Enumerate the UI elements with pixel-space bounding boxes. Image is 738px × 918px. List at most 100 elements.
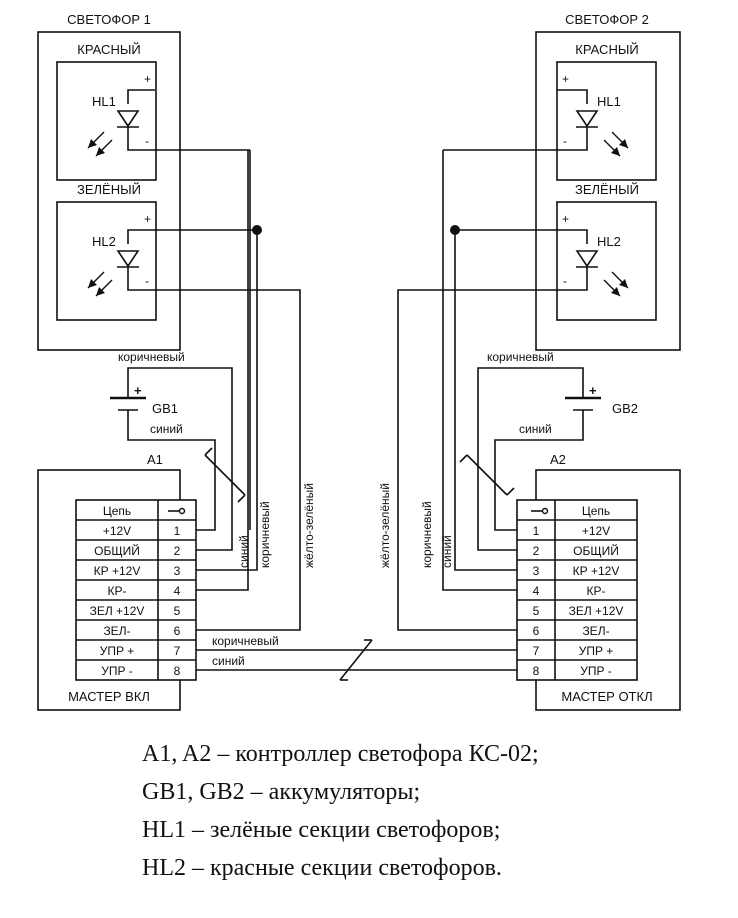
plus-sign: + [134, 383, 142, 398]
wire-label-brown-left: коричневый [258, 501, 272, 568]
hl2-label: HL2 [597, 234, 621, 249]
terminal-pin-number: 2 [533, 544, 540, 558]
gb2-label: GB2 [612, 401, 638, 416]
terminal-circuit-name: КР- [108, 584, 127, 598]
terminal-circuit-name: КР- [587, 584, 606, 598]
terminal-pin-number: 6 [174, 624, 181, 638]
terminal-pin-number: 2 [174, 544, 181, 558]
terminal-pin-number: 3 [174, 564, 181, 578]
blue-wire-label: синий [519, 422, 552, 436]
led-hl2-left: HL2 + - [87, 212, 155, 297]
link-blue-label: синий [212, 654, 245, 668]
terminal-circuit-name: КР +12V [94, 564, 141, 578]
led-hl1-right: HL1 + - [557, 72, 629, 157]
terminal-pin-number: 8 [174, 664, 181, 678]
minus-sign: - [145, 134, 149, 148]
hl2-label: HL2 [92, 234, 116, 249]
controller-a1-caption: МАСТЕР ВКЛ [68, 689, 150, 704]
brown-wire-label: коричневый [487, 350, 554, 364]
terminal-pin-number: 1 [533, 524, 540, 538]
terminal-circuit-name: ЗЕЛ +12V [90, 604, 145, 618]
blue-wire-label: синий [150, 422, 183, 436]
terminal-circuit-name: +12V [582, 524, 610, 538]
terminal-pin-number: 3 [533, 564, 540, 578]
terminal-pin-number: 8 [533, 664, 540, 678]
terminal-circuit-name: ОБЩИЙ [94, 543, 140, 558]
terminal-circuit-name: КР +12V [573, 564, 620, 578]
traffic-light-1-housing [37, 31, 181, 351]
terminal-circuit-name: УПР + [579, 644, 614, 658]
wire-label-yg-left: жёлто-зелёный [302, 483, 316, 568]
plus-sign: + [562, 72, 569, 86]
terminal-circuit-name: ЗЕЛ- [103, 624, 130, 638]
controller-link: коричневый синий [196, 634, 517, 681]
red-section-label: КРАСНЫЙ [575, 42, 638, 57]
plus-sign: + [144, 212, 151, 226]
terminal-pin-number: 1 [174, 524, 181, 538]
green-section-2 [556, 201, 657, 321]
terminal-circuit-name: ОБЩИЙ [573, 543, 619, 558]
left-wiring [127, 149, 301, 631]
green-section-label: ЗЕЛЁНЫЙ [77, 182, 141, 197]
plus-sign: + [144, 72, 151, 86]
wire-label-brown-right: коричневый [420, 501, 434, 568]
terminal-header-icon [531, 507, 549, 515]
plus-sign: + [589, 383, 597, 398]
terminal-circuit-name: ЗЕЛ +12V [569, 604, 624, 618]
terminal-circuit-name: УПР + [100, 644, 135, 658]
terminal-circuit-name: УПР - [580, 664, 612, 678]
link-brown-label: коричневый [212, 634, 279, 648]
hl1-label: HL1 [597, 94, 621, 109]
terminal-circuit-name: +12V [103, 524, 131, 538]
traffic-light-2: СВЕТОФОР 2 КРАСНЫЙ ЗЕЛЁНЫЙ HL1 + - HL2 + [535, 12, 681, 351]
traffic-light-2-housing [535, 31, 681, 351]
terminal-header-icon [168, 507, 186, 515]
traffic-light-1-title: СВЕТОФОР 1 [67, 12, 151, 27]
brown-wire-label: коричневый [118, 350, 185, 364]
red-section-2 [556, 61, 657, 181]
battery-gb1: + GB1 коричневый синий [110, 350, 185, 436]
hl1-label: HL1 [92, 94, 116, 109]
controller-a2-id: A2 [550, 452, 566, 467]
minus-sign: - [563, 134, 567, 148]
terminal-pin-number: 5 [174, 604, 181, 618]
minus-sign: - [563, 274, 567, 288]
controller-a1-id: A1 [147, 452, 163, 467]
terminal-circuit-name: УПР - [101, 664, 133, 678]
terminal-pin-number: 6 [533, 624, 540, 638]
battery-gb2: + GB2 коричневый синий [487, 350, 638, 436]
terminal-block-a2 [516, 499, 638, 681]
traffic-light-1: СВЕТОФОР 1 КРАСНЫЙ ЗЕЛЁНЫЙ HL1 + - HL2 + [37, 12, 181, 351]
terminal-pin-number: 4 [174, 584, 181, 598]
plus-sign: + [562, 212, 569, 226]
terminal-header: Цепь [582, 504, 610, 518]
terminal-pin-number: 7 [174, 644, 181, 658]
terminal-pin-number: 4 [533, 584, 540, 598]
legend: A1, A2 – контроллер светофора КС-02; GB1… [142, 741, 539, 881]
right-wiring [397, 149, 584, 631]
controller-a2-caption: МАСТЕР ОТКЛ [561, 689, 652, 704]
terminal-pin-number: 7 [533, 644, 540, 658]
wire-label-blue-right: синий [440, 535, 454, 568]
green-section-1 [56, 201, 157, 321]
wire-label-yg-right: жёлто-зелёный [378, 483, 392, 568]
legend-line-3: HL1 – зелёные секции светофоров; [142, 817, 500, 843]
red-section-1 [56, 61, 157, 181]
terminal-pin-number: 5 [533, 604, 540, 618]
traffic-light-2-title: СВЕТОФОР 2 [565, 12, 649, 27]
terminal-block-a1 [75, 499, 197, 681]
legend-line-2: GB1, GB2 – аккумуляторы; [142, 779, 420, 805]
gb1-label: GB1 [152, 401, 178, 416]
minus-sign: - [145, 274, 149, 288]
red-section-label: КРАСНЫЙ [77, 42, 140, 57]
terminal-header: Цепь [103, 504, 131, 518]
led-hl1-left: HL1 + - [87, 72, 155, 157]
green-section-label: ЗЕЛЁНЫЙ [575, 182, 639, 197]
legend-line-1: A1, A2 – контроллер светофора КС-02; [142, 741, 539, 767]
wire-label-blue-left: синий [237, 535, 251, 568]
terminal-circuit-name: ЗЕЛ- [582, 624, 609, 638]
legend-line-4: HL2 – красные секции светофоров. [142, 855, 502, 881]
